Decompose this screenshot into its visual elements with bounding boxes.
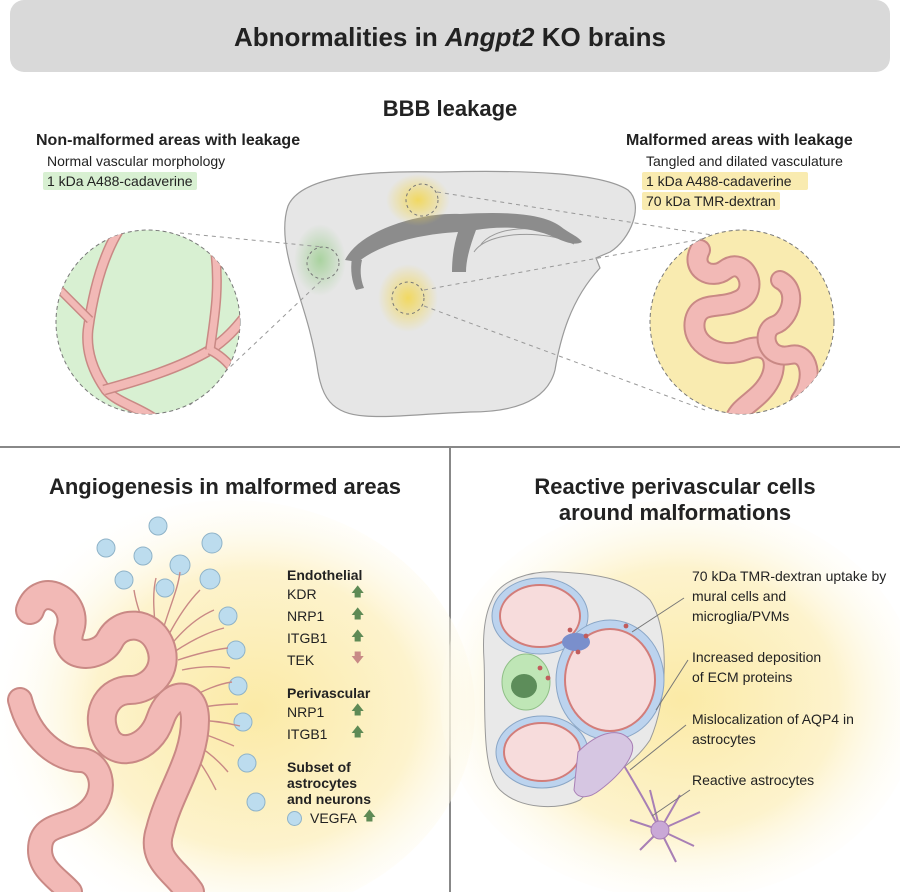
subset-title-1: Subset of astrocytes: [287, 759, 358, 791]
perivascular-row: ITGB1 🡅: [287, 723, 407, 745]
note-astrocytes-line1: Reactive astrocytes: [692, 772, 815, 788]
endothelial-gene: TEK: [287, 652, 315, 668]
angio-glow: [0, 500, 475, 892]
note-ecm-line1: Increased deposition: [692, 649, 822, 665]
bbb-right-tracer1: 1 kDa A488-cadaverine: [642, 172, 808, 190]
mural-cell: [562, 633, 590, 651]
endothelial-row: KDR 🡅: [287, 583, 407, 605]
note-dextran-line1: 70 kDa TMR-dextran uptake by: [692, 568, 887, 584]
microglia-nucleus: [511, 674, 537, 698]
perivascular-gene: ITGB1: [287, 726, 328, 742]
vegfa-label: VEGFA: [310, 810, 357, 826]
endothelial-gene: ITGB1: [287, 630, 328, 646]
main-title: Abnormalities in Angpt2 KO brains: [0, 22, 900, 53]
title-prefix: Abnormalities in: [234, 22, 445, 52]
endothelial-title: Endothelial: [287, 567, 363, 583]
vegfa-row: VEGFA 🡅: [287, 807, 407, 829]
title-gene: Angpt2: [444, 22, 535, 52]
reactive-heading-1: Reactive perivascular cells: [534, 474, 816, 499]
down-arrow-icon: 🡇: [351, 650, 365, 665]
yellow-leak-spot-mid: [378, 264, 438, 332]
normal-vessels: [56, 230, 240, 414]
title-banner: [10, 0, 890, 72]
note-aqp4: Mislocalization of AQP4 in astrocytes: [692, 709, 854, 749]
angiogenic-vessel: [7, 580, 211, 892]
green-leak-spot: [294, 224, 346, 296]
note-ecm-line2: of ECM proteins: [692, 669, 793, 685]
ventricle: [345, 213, 582, 272]
up-arrow-icon: 🡅: [351, 628, 365, 643]
endothelial-row: NRP1 🡅: [287, 605, 407, 627]
note-dextran-line2: mural cells and: [692, 588, 787, 604]
bbb-right-tracer2: 70 kDa TMR-dextran: [642, 192, 780, 210]
yellow-leak-spot-top: [386, 174, 450, 226]
vegfa-cell-icon: [287, 810, 302, 826]
note-dextran-line3: microglia/PVMs: [692, 608, 790, 624]
brain-slice: [284, 170, 636, 418]
perivascular-list: NRP1 🡅 ITGB1 🡅: [287, 701, 407, 745]
perivascular-row: NRP1 🡅: [287, 701, 407, 723]
pointer-lines: [629, 597, 691, 817]
bbb-right-heading: Malformed areas with leakage: [626, 132, 853, 149]
perivascular-title: Perivascular: [287, 685, 371, 701]
angio-gene-lists: Endothelial KDR 🡅 NRP1 🡅 ITGB1 🡅 TEK 🡇 Perivasc…: [287, 567, 407, 829]
dextran-dots: [537, 623, 629, 681]
astrocyte-body: [650, 820, 670, 840]
up-arrow-icon: 🡅: [362, 808, 377, 823]
bbb-right-desc: Tangled and dilated vasculature: [646, 153, 843, 169]
angio-heading: Angiogenesis in malformed areas: [48, 474, 402, 499]
bbb-left-desc: Normal vascular morphology: [47, 153, 226, 169]
up-arrow-icon: 🡅: [351, 584, 365, 599]
up-arrow-icon: 🡅: [351, 724, 365, 739]
reactive-heading-2: around malformations: [558, 500, 792, 525]
tangled-vessels: [683, 239, 819, 414]
subset-title-2: and neurons: [287, 791, 372, 807]
note-aqp4-line2: astrocytes: [692, 731, 756, 747]
endothelial-row: TEK 🡇: [287, 649, 407, 671]
astrocyte-endfoot: [573, 732, 634, 798]
endothelial-gene: NRP1: [287, 608, 325, 624]
title-suffix: KO brains: [534, 22, 666, 52]
bbb-left-heading: Non-malformed areas with leakage: [36, 132, 301, 149]
note-astrocytes: Reactive astrocytes: [692, 770, 814, 790]
ventricle-tail: [351, 258, 364, 290]
endothelial-gene: KDR: [287, 586, 317, 602]
up-arrow-icon: 🡅: [351, 606, 365, 621]
zoom-lines: [179, 191, 741, 411]
up-arrow-icon: 🡅: [351, 702, 365, 717]
vessel-cross-sections: [491, 577, 665, 789]
endothelial-row: ITGB1 🡅: [287, 627, 407, 649]
perivascular-gene: NRP1: [287, 704, 325, 720]
note-aqp4-line1: Mislocalization of AQP4 in: [692, 711, 854, 727]
bbb-heading: BBB leakage: [382, 96, 518, 121]
bbb-left-tracer: 1 kDa A488-cadaverine: [43, 172, 197, 190]
note-dextran: 70 kDa TMR-dextran uptake by mural cells…: [692, 566, 886, 626]
note-ecm: Increased deposition of ECM proteins: [692, 647, 821, 687]
endothelial-list: KDR 🡅 NRP1 🡅 ITGB1 🡅 TEK 🡇: [287, 583, 407, 671]
vegfa-cells: [96, 516, 266, 812]
